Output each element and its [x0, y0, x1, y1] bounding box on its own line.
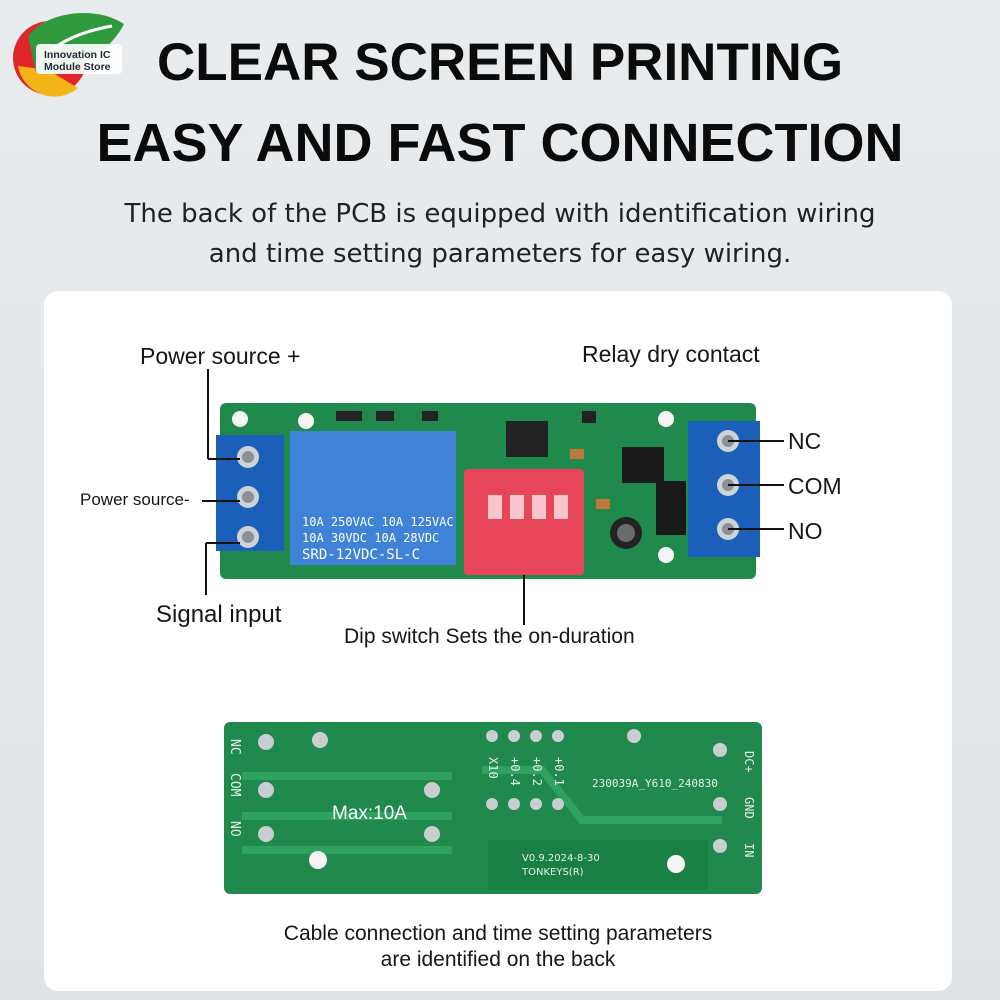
headline-line2: EASY AND FAST CONNECTION	[96, 113, 904, 173]
subtitle: The back of the PCB is equipped with ide…	[0, 194, 1000, 274]
label-power-minus: Power source-	[80, 490, 190, 509]
store-logo: Innovation IC Module Store	[8, 6, 126, 100]
caption-line2: are identified on the back	[380, 948, 616, 971]
back-label-p02: +0.2	[530, 757, 544, 786]
back-label-dc: DC+	[742, 751, 756, 773]
back-label-in: IN	[742, 843, 756, 858]
back-label-max: Max:10A	[332, 803, 407, 824]
back-pcb-image	[224, 722, 762, 894]
back-label-com: COM	[227, 773, 242, 797]
logo-text: Innovation IC Module Store	[44, 49, 130, 73]
headline-line1: CLEAR SCREEN PRINTING	[156, 33, 844, 92]
back-label-gnd: GND	[742, 797, 756, 819]
leaf-logo-icon	[13, 12, 124, 97]
product-card: 10A 250VAC 10A 125VAC 10A 30VDC 10A 28VD…	[44, 291, 952, 991]
subtitle-line1: The back of the PCB is equipped with ide…	[124, 199, 876, 229]
label-nc: NC	[788, 428, 822, 454]
back-brand: TONKEYS(R)	[522, 867, 584, 878]
back-label-p01: +0.1	[552, 757, 566, 786]
back-part-number: 230039A_Y610_240830	[592, 777, 718, 790]
caption: Cable connection and time setting parame…	[44, 921, 952, 973]
relay-model: SRD-12VDC-SL-C	[302, 547, 421, 563]
logo-line2: Module Store	[44, 61, 111, 73]
caption-line1: Cable connection and time setting parame…	[283, 922, 713, 945]
front-pcb-image	[216, 403, 760, 579]
relay-rating-line1: 10A 250VAC 10A 125VAC	[302, 515, 454, 529]
back-label-x10: X10	[486, 757, 500, 779]
back-version: V0.9.2024-8-30	[522, 853, 600, 864]
label-no: NO	[788, 518, 823, 544]
label-relay-contact: Relay dry contact	[582, 341, 760, 367]
back-label-no: NO	[227, 821, 242, 837]
logo-line1: Innovation IC	[44, 49, 111, 61]
label-com: COM	[788, 473, 842, 499]
label-dip-switch: Dip switch Sets the on-duration	[344, 625, 635, 648]
back-label-nc: NC	[227, 739, 242, 755]
label-power-plus: Power source +	[140, 343, 301, 369]
label-signal-input: Signal input	[156, 601, 282, 628]
subtitle-line2: and time setting parameters for easy wir…	[208, 239, 792, 269]
back-label-p04: +0.4	[508, 757, 522, 786]
relay-rating-line2: 10A 30VDC 10A 28VDC	[302, 531, 440, 545]
leader-lines	[202, 369, 784, 625]
